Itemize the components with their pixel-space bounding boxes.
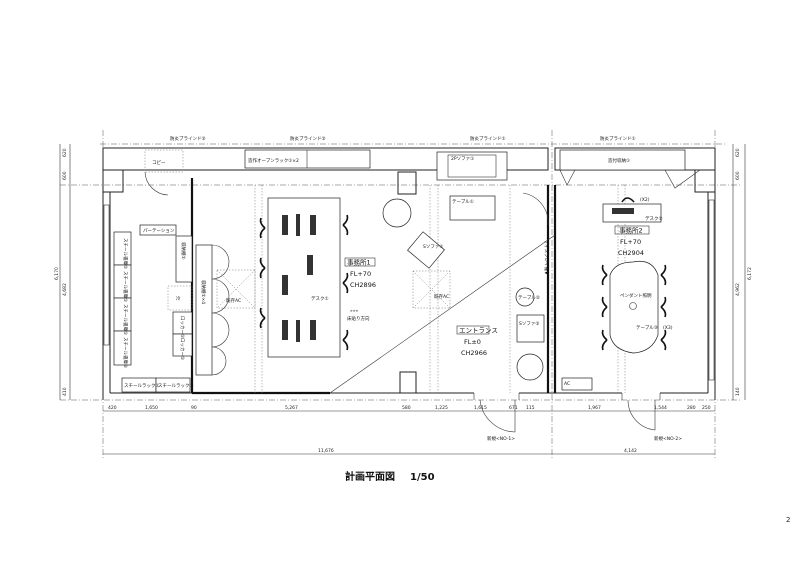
- room-ch-entrance: CH2966: [461, 349, 487, 357]
- storage-label: 収納棚①×4: [200, 280, 207, 304]
- open-rack-label: 造作オープンラック①×2: [248, 157, 299, 164]
- svg-text:1,967: 1,967: [588, 405, 601, 411]
- fridge-label: 冷: [176, 295, 181, 302]
- storage-label: 収納棚①: [180, 242, 187, 260]
- svg-text:671: 671: [509, 405, 518, 411]
- bottom-dimensions: 420 1,650 90 5,267 580 1,225 1,615 671 1…: [103, 405, 715, 455]
- svg-text:600: 600: [735, 171, 741, 180]
- table-label: テーブル③: [636, 324, 658, 331]
- svg-text:11,676: 11,676: [318, 448, 334, 454]
- ac-label: 既存AC: [434, 293, 449, 300]
- desk-label: デスク②: [645, 215, 663, 222]
- svg-text:250: 250: [702, 405, 711, 411]
- blind-label: 防炎ブラインド②: [290, 135, 326, 142]
- locker-label: ロッカー①: [179, 316, 185, 338]
- blind-label: 防炎ブラインド①: [600, 135, 636, 142]
- svg-text:1,544: 1,544: [654, 405, 667, 411]
- workstations: [282, 214, 316, 342]
- svg-text:6,172: 6,172: [747, 267, 753, 280]
- blind-label: 防炎ブラインド①: [470, 135, 506, 142]
- svg-text:280: 280: [687, 405, 696, 411]
- svg-text:90: 90: [191, 405, 197, 411]
- steel-cabinets: スチール書庫① スチール書庫① スチール書庫① スチール書庫①: [113, 231, 132, 368]
- room-fl-office2: FL+70: [620, 238, 641, 246]
- door-label: 新規<NO-2>: [654, 435, 682, 442]
- svg-text:1,650: 1,650: [145, 405, 158, 411]
- svg-text:140: 140: [735, 387, 741, 396]
- drawing-title: 計画平面図: [345, 470, 395, 483]
- svg-text:1,615: 1,615: [474, 405, 487, 411]
- svg-text:5,267: 5,267: [285, 405, 298, 411]
- sofa-label: Sソファ①: [423, 244, 443, 250]
- room-fl-entrance: FL±0: [464, 338, 481, 346]
- steel-cabinet-label: スチール書庫①: [122, 271, 129, 302]
- page-number: 2: [786, 516, 790, 524]
- chair-count: (X2): [640, 197, 650, 203]
- left-dimensions: 620 600 4,682 410 6,170: [54, 144, 71, 400]
- partition-label: パーテーション: [143, 228, 175, 234]
- chairs: [259, 214, 349, 351]
- desk-label: デスク①: [311, 295, 329, 302]
- steel-rack-label: スチールラック①: [124, 383, 160, 389]
- sofa-label: 2Pソファ①: [451, 156, 474, 162]
- floor-direction-label: 床貼り方向: [347, 315, 370, 322]
- steel-cabinet-label: スチール書庫①: [122, 238, 129, 269]
- svg-text:620: 620: [735, 148, 741, 157]
- chairs: [601, 264, 667, 351]
- svg-text:580: 580: [402, 405, 411, 411]
- room-name-entrance: エントランス: [459, 327, 498, 335]
- steel-rack-label: スチールラック①: [158, 383, 194, 389]
- room-fl-office1: FL+70: [350, 270, 371, 278]
- ac-label: AC: [564, 381, 570, 387]
- steel-cabinet-label: スチール書庫①: [122, 337, 129, 368]
- room-ch-office1: CH2896: [350, 281, 376, 289]
- svg-text:620: 620: [62, 148, 68, 157]
- table-label: テーブル②: [518, 294, 540, 301]
- chair-count: (X3): [663, 325, 673, 331]
- svg-text:115: 115: [526, 405, 535, 411]
- svg-text:600: 600: [62, 171, 68, 180]
- room-ch-office2: CH2904: [618, 249, 644, 257]
- svg-text:6,170: 6,170: [54, 267, 60, 280]
- sofa-label: Sソファ②: [519, 321, 539, 327]
- pendant-light-label: ペンダント照明: [620, 292, 652, 299]
- svg-text:410: 410: [62, 387, 68, 396]
- room-name-office2: 事務所2: [619, 226, 643, 235]
- svg-text:1,225: 1,225: [435, 405, 448, 411]
- ac-label: 既存AC: [226, 297, 241, 304]
- svg-text:420: 420: [108, 405, 117, 411]
- right-dimensions: 620 600 4,962 140 6,172: [732, 144, 753, 400]
- table-label: テーブル①: [452, 198, 474, 205]
- drawing-scale: 1/50: [410, 472, 435, 483]
- steel-cabinet-label: スチール書庫①: [122, 304, 129, 335]
- svg-text:4,142: 4,142: [624, 448, 637, 454]
- blind-label: 防炎ブラインド②: [170, 135, 206, 142]
- room-name-office1: 事務所1: [347, 258, 371, 267]
- locker-label: ロッカー①: [179, 338, 185, 360]
- copy-label: コピー: [152, 160, 166, 166]
- storage-label: 造付収納①: [608, 157, 630, 164]
- display-shelf-label: ディスプレイ棚▼: [543, 240, 550, 275]
- svg-text:4,682: 4,682: [62, 283, 68, 296]
- floor-direction-arrows: »»»: [350, 309, 359, 314]
- walls: [102, 147, 716, 400]
- svg-text:4,962: 4,962: [735, 283, 741, 296]
- door-label: 新規<NO-1>: [487, 435, 515, 442]
